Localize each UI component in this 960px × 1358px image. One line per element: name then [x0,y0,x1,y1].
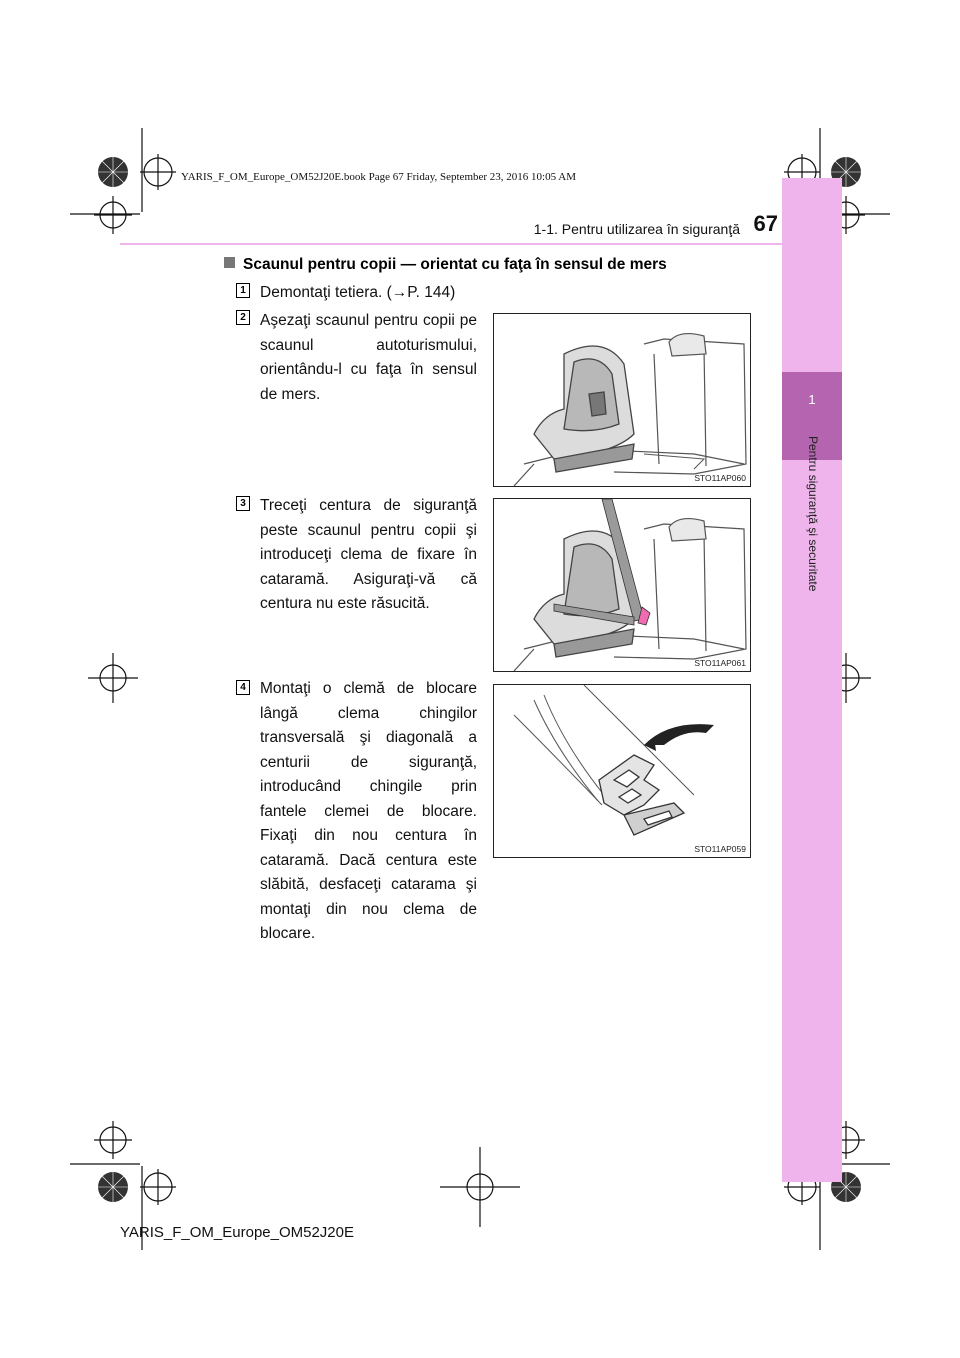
chapter-number-block [782,372,842,460]
step-3-text: Treceţi centura de siguranţă peste scaun… [260,497,477,612]
locking-clip-illustration [513,685,714,836]
section-title-text: Scaunul pentru copii — orientat cu faţa … [243,256,667,273]
figure-code: STO11AP061 [694,658,746,668]
figure-code: STO11AP059 [694,844,746,854]
seatbelt-route-illustration [513,499,747,671]
step-number-4: 4 [236,680,250,695]
section-title: Scaunul pentru copii — orientat cu faţa … [224,256,667,274]
footer-text: YARIS_F_OM_Europe_OM52J20E [120,1224,355,1241]
step-2-text: Aşezaţi scaunul pentru copii pe scaunul … [260,312,477,403]
book-info-line: YARIS_F_OM_Europe_OM52J20E.book Page 67 … [181,171,576,183]
section-header: 1-1. Pentru utilizarea în siguranţă [533,221,740,237]
step-number-2: 2 [236,310,250,325]
figure-locking-clip: STO11AP059 [493,684,751,858]
chapter-title: Pentru siguranţă şi securitate [806,436,820,592]
step-1-text: Demontaţi tetiera. (→P. 144) [260,284,456,301]
figure-code: STO11AP060 [694,473,746,483]
child-seat-illustration [513,332,747,486]
chapter-side-tab [782,178,842,1182]
bullet-square-icon [224,257,235,268]
step-number-3: 3 [236,496,250,511]
header-rule [120,243,782,245]
page-number: 67 [753,211,778,236]
figure-child-seat-forward: STO11AP060 [493,313,751,487]
figure-seatbelt-route: STO11AP061 [493,498,751,672]
chapter-number: 1 [808,392,816,407]
step-4-text: Montaţi o clemă de blocare lângă clema c… [260,680,477,942]
step-number-1: 1 [236,283,250,298]
